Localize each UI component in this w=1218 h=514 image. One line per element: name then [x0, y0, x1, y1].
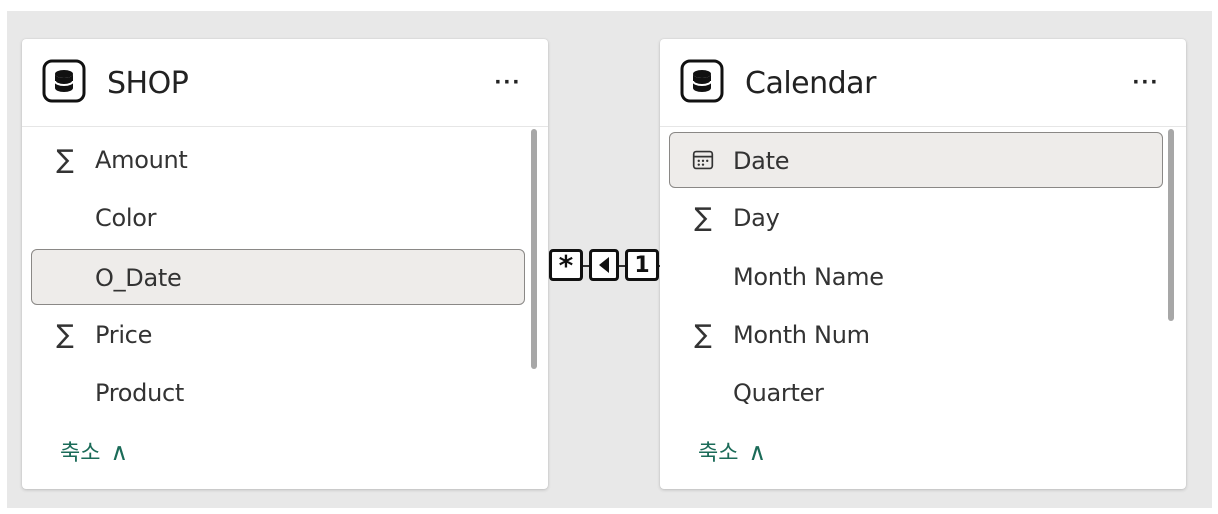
field-row-selected[interactable]: Date — [669, 132, 1163, 188]
table-title: Calendar — [745, 66, 876, 101]
field-row[interactable]: ∑ Day — [669, 189, 1163, 245]
one-cardinality-marker: 1 — [625, 249, 659, 281]
table-header[interactable]: SHOP ··· — [22, 39, 548, 127]
field-label: Date — [733, 147, 790, 175]
more-icon: ··· — [494, 69, 522, 96]
calendar-icon — [692, 150, 714, 170]
field-row[interactable]: Quarter — [669, 364, 1163, 420]
chevron-up-icon: ∧ — [110, 438, 129, 466]
many-cardinality-marker: * — [549, 249, 583, 282]
field-label: Amount — [95, 146, 188, 174]
relationship-connector[interactable]: * 1 — [549, 249, 660, 283]
database-icon — [680, 59, 724, 103]
sigma-icon: ∑ — [56, 145, 74, 175]
table-card-calendar[interactable]: Calendar ··· Date ∑ Day Month Name ∑ Mon… — [660, 39, 1186, 489]
collapse-button[interactable]: 축소 ∧ — [698, 435, 766, 467]
field-label: O_Date — [95, 264, 182, 292]
more-icon: ··· — [1132, 69, 1160, 96]
field-label: Month Num — [733, 321, 870, 349]
field-row[interactable]: Product — [31, 364, 525, 420]
field-row[interactable]: Month Name — [669, 248, 1163, 304]
field-row[interactable]: ∑ Amount — [31, 131, 525, 187]
more-options-button[interactable]: ··· — [490, 69, 526, 97]
database-icon — [42, 59, 86, 103]
table-header[interactable]: Calendar ··· — [660, 39, 1186, 127]
table-card-shop[interactable]: SHOP ··· ∑ Amount Color O_Date ∑ Price P… — [22, 39, 548, 489]
arrow-left-shape — [599, 257, 609, 273]
field-label: Day — [733, 204, 780, 232]
field-label: Product — [95, 379, 185, 407]
table-title: SHOP — [107, 66, 189, 101]
collapse-label: 축소 — [60, 441, 101, 466]
field-label: Price — [95, 321, 153, 349]
sigma-icon: ∑ — [694, 320, 712, 350]
field-row[interactable]: Color — [31, 189, 525, 245]
chevron-up-icon: ∧ — [748, 438, 767, 466]
more-options-button[interactable]: ··· — [1128, 69, 1164, 97]
arrow-left-icon — [589, 249, 619, 281]
field-row[interactable]: ∑ Month Num — [669, 306, 1163, 362]
sigma-icon: ∑ — [694, 203, 712, 233]
sigma-icon: ∑ — [56, 320, 74, 350]
field-label: Quarter — [733, 379, 824, 407]
field-row-selected[interactable]: O_Date — [31, 249, 525, 305]
field-row[interactable]: ∑ Price — [31, 306, 525, 362]
field-label: Month Name — [733, 263, 884, 291]
collapse-button[interactable]: 축소 ∧ — [60, 435, 128, 467]
scrollbar[interactable] — [531, 129, 537, 369]
scrollbar[interactable] — [1168, 129, 1174, 321]
field-label: Color — [95, 204, 157, 232]
collapse-label: 축소 — [698, 441, 739, 466]
